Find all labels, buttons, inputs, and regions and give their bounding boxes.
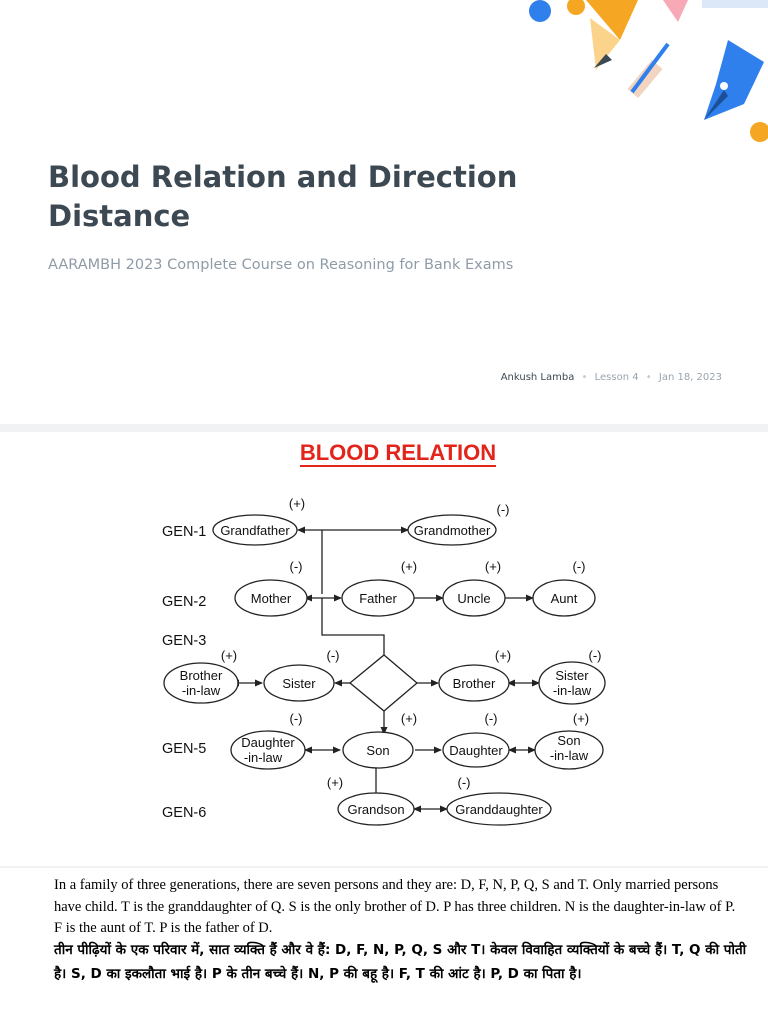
label-sister-in-law-1: Sister [555,668,589,683]
node-granddaughter [446,792,552,826]
label-mother: Mother [251,591,292,606]
problem-hindi: तीन पीढ़ियों के एक परिवार में, सात व्यक्… [54,942,747,982]
diagram-nodes [163,514,606,826]
sign-uncle: (+) [485,559,501,574]
sign-son: (+) [401,711,417,726]
problem-statement: In a family of three generations, there … [0,868,768,1024]
gen-2-label: GEN-2 [162,594,206,610]
node-grandfather [212,514,298,546]
sign-brother: (+) [495,648,511,663]
sign-grandmother: (-) [497,502,510,517]
sign-aunt: (-) [573,559,586,574]
node-son [342,731,414,769]
node-daughter [442,732,510,768]
label-sister: Sister [282,676,316,691]
label-daughter-in-law-2: -in-law [244,750,283,765]
node-grandmother [407,514,497,546]
node-daughter-in-law [230,730,306,770]
sign-granddaughter: (-) [458,775,471,790]
course-subtitle: AARAMBH 2023 Complete Course on Reasonin… [48,257,514,273]
label-grandmother: Grandmother [414,523,491,538]
node-mother [234,579,308,617]
node-uncle [442,579,506,617]
family-tree-diagram: GEN-1 GEN-2 GEN-3 GEN-5 GEN-6 [162,496,606,826]
label-daughter: Daughter [449,743,503,758]
label-daughter-in-law-1: Daughter [241,735,295,750]
label-uncle: Uncle [457,591,490,606]
blood-relation-slide: BLOOD RELATION GEN-1 GEN-2 GEN-3 GEN-5 G… [0,432,768,866]
gen-1-label: GEN-1 [162,524,206,540]
node-aunt [532,579,596,617]
lesson-title: Blood Relation and Direction Distance [48,160,518,233]
label-father: Father [359,591,397,606]
node-brother-in-law [163,662,239,704]
sign-father: (+) [401,559,417,574]
label-son: Son [366,743,389,758]
label-grandson: Grandson [347,802,404,817]
label-brother: Brother [453,676,496,691]
slide-title: BLOOD RELATION [0,440,768,467]
sign-daughter-in-law: (-) [290,711,303,726]
node-brother [438,664,510,702]
sign-grandson: (+) [327,775,343,790]
label-sister-in-law-2: -in-law [553,683,592,698]
sign-daughter: (-) [485,711,498,726]
diagram-connectors [231,526,540,813]
label-brother-in-law-1: Brother [180,668,223,683]
label-granddaughter: Granddaughter [455,802,543,817]
label-son-in-law-1: Son [557,733,580,748]
node-sister [263,664,335,702]
author-name[interactable]: Ankush Lamba [500,372,575,383]
siblings-diamond [348,654,419,712]
node-sister-in-law [538,661,606,705]
sign-mother: (-) [290,559,303,574]
label-brother-in-law-2: -in-law [182,683,221,698]
gen-5-label: GEN-5 [162,741,206,757]
pencil-pen-illustration [529,0,768,142]
sign-sister: (-) [327,648,340,663]
label-grandfather: Grandfather [220,523,290,538]
cover-header: Blood Relation and Direction Distance AA… [0,0,768,424]
meta-separator: • [645,372,652,383]
sign-grandfather: (+) [289,496,305,511]
meta-separator: • [581,372,588,383]
gen-3-label: GEN-3 [162,633,206,649]
node-grandson [337,792,415,826]
node-son-in-law [534,730,604,770]
sign-brother-in-law: (+) [221,648,237,663]
node-father [341,579,415,617]
lesson-meta: Ankush Lamba • Lesson 4 • Jan 18, 2023 [501,372,722,383]
problem-english: In a family of three generations, there … [54,877,736,936]
gen-6-label: GEN-6 [162,805,206,821]
lesson-number: Lesson 4 [594,372,639,383]
label-son-in-law-2: -in-law [550,748,589,763]
label-aunt: Aunt [551,591,578,606]
sign-son-in-law: (+) [573,711,589,726]
lesson-date: Jan 18, 2023 [658,372,722,383]
sign-sister-in-law: (-) [589,648,602,663]
slide-title-text: BLOOD RELATION [299,440,497,467]
